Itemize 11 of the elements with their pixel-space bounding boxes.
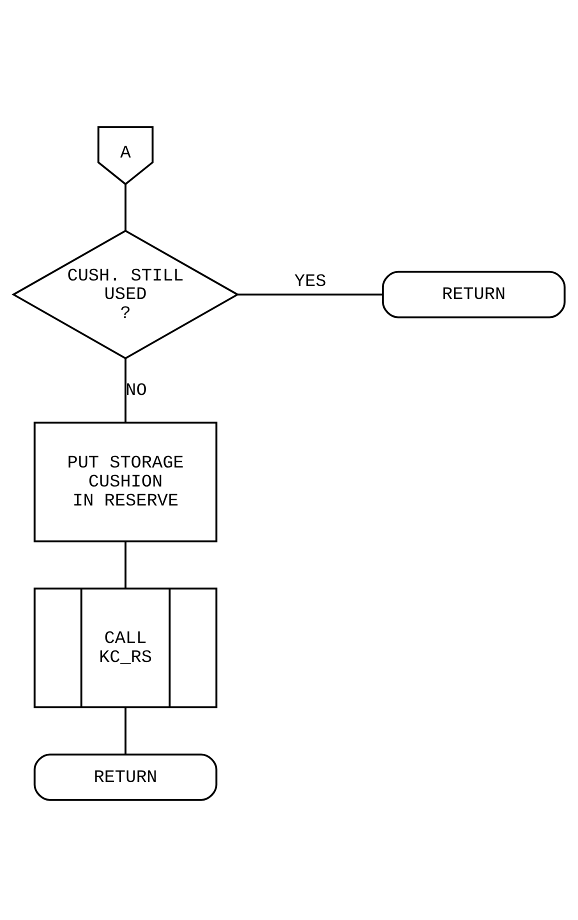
edge-label: YES xyxy=(294,271,326,292)
node-box: RETURN xyxy=(382,270,566,318)
connector xyxy=(124,706,126,754)
node-box: RETURN xyxy=(34,753,218,800)
edge-label: NO xyxy=(126,380,147,401)
connector xyxy=(124,540,126,588)
connector xyxy=(124,184,126,230)
connector xyxy=(124,358,126,422)
connector xyxy=(238,293,383,295)
node-diamond: CUSH. STILL USED ? xyxy=(12,229,240,359)
node-box: PUT STORAGE CUSHION IN RESERVE xyxy=(34,421,218,542)
